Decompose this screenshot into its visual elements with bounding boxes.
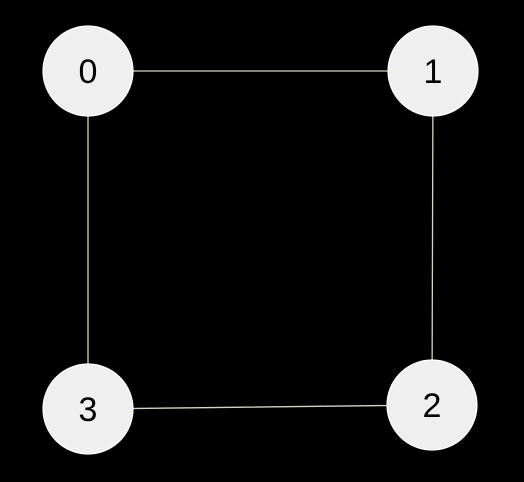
- node-circle-0: [42, 25, 134, 117]
- node-3: 3: [42, 363, 134, 455]
- node-0: 0: [42, 25, 134, 117]
- edge-1-2: [431, 70, 434, 406]
- node-label-1: 1: [424, 53, 443, 91]
- node-2: 2: [386, 359, 478, 451]
- node-1: 1: [387, 25, 479, 117]
- node-label-2: 2: [423, 387, 442, 425]
- node-label-0: 0: [79, 53, 98, 91]
- node-circle-1: [387, 25, 479, 117]
- nodes-layer: 0 1 2 3: [42, 25, 479, 455]
- node-circle-2: [386, 359, 478, 451]
- node-label-3: 3: [79, 391, 98, 429]
- edges-layer: [87, 70, 434, 410]
- node-circle-3: [42, 363, 134, 455]
- edge-2-3: [87, 404, 433, 410]
